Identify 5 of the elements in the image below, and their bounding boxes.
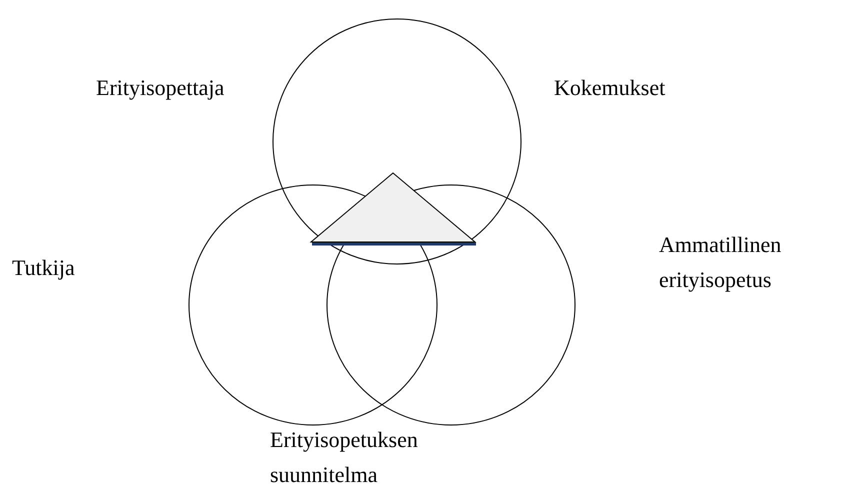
set-label: Kokemukset [554, 74, 666, 102]
set-label: Erityisopetuksen suunnitelma [270, 426, 419, 489]
set-label: Erityisopettaja [96, 74, 224, 102]
set-label: Ammatillinen erityisopetus [659, 231, 782, 294]
set-label: Tutkija [12, 254, 75, 282]
